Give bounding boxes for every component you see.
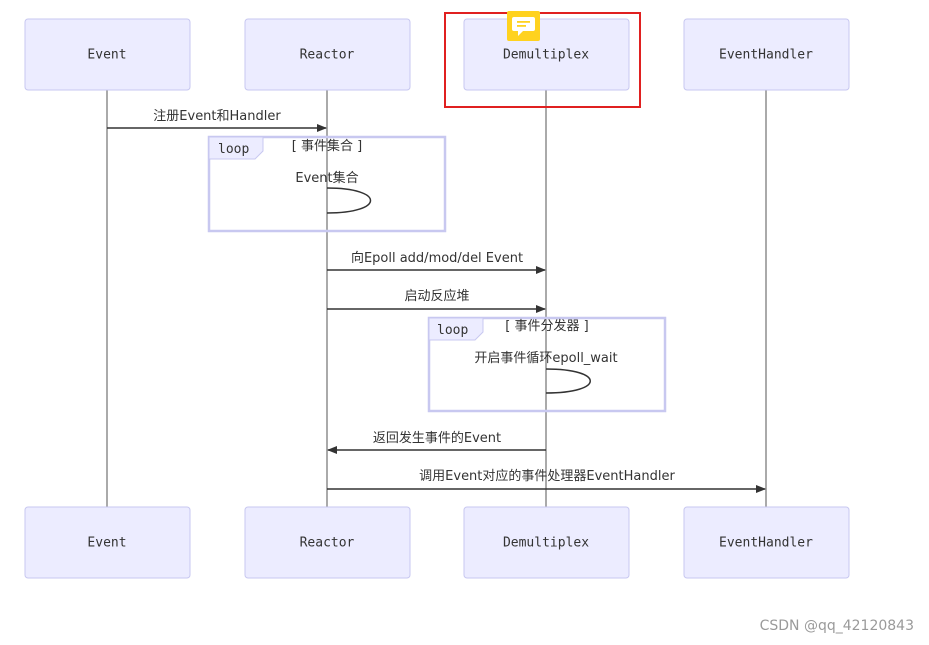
watermark: CSDN @qq_42120843 bbox=[759, 618, 914, 634]
message-start-reactor: 启动反应堆 bbox=[327, 288, 546, 313]
actor-demultiplex-bottom: Demultiplex bbox=[463, 506, 630, 579]
message-call-handler: 调用Event对应的事件处理器EventHandler bbox=[327, 468, 766, 493]
message-label: Event集合 bbox=[295, 170, 358, 186]
message-epoll-wait: 开启事件循环epoll_wait bbox=[474, 351, 618, 394]
message-event-set: Event集合 bbox=[295, 170, 372, 214]
message-register: 注册Event和Handler bbox=[107, 109, 327, 132]
actor-reactor-bottom: Reactor bbox=[244, 506, 411, 579]
message-return-event: 返回发生事件的Event bbox=[327, 430, 546, 454]
actor-label: Demultiplex bbox=[503, 48, 589, 63]
actor-event-top: Event bbox=[24, 18, 191, 91]
message-label: 注册Event和Handler bbox=[153, 109, 281, 124]
highlight-frame bbox=[444, 12, 641, 108]
loop-tag: loop bbox=[437, 323, 468, 338]
actor-label: EventHandler bbox=[719, 48, 813, 63]
message-label: 调用Event对应的事件处理器EventHandler bbox=[419, 468, 675, 484]
actor-label: EventHandler bbox=[719, 536, 813, 551]
message-label: 启动反应堆 bbox=[404, 288, 469, 304]
actor-label: Event bbox=[87, 48, 126, 63]
loop-frame-dispatcher: loop [ 事件分发器 ] bbox=[427, 316, 667, 413]
actor-eventhandler-bottom: EventHandler bbox=[683, 506, 850, 579]
message-epoll-add: 向Epoll add/mod/del Event bbox=[327, 250, 546, 274]
actor-label: Demultiplex bbox=[503, 536, 589, 551]
actor-reactor-top: Reactor bbox=[244, 18, 411, 91]
loop-frame-event-set: loop [ 事件集合 ] bbox=[207, 135, 447, 233]
actor-event-bottom: Event bbox=[24, 506, 191, 579]
actor-eventhandler-top: EventHandler bbox=[683, 18, 850, 91]
actor-label: Event bbox=[87, 536, 126, 551]
comment-icon[interactable] bbox=[507, 11, 540, 41]
actor-demultiplex-top: Demultiplex bbox=[463, 18, 630, 91]
message-label: 返回发生事件的Event bbox=[373, 430, 501, 446]
loop-tag: loop bbox=[218, 142, 249, 157]
message-label: 开启事件循环epoll_wait bbox=[474, 351, 617, 366]
actor-label: Reactor bbox=[300, 536, 355, 551]
actor-label: Reactor bbox=[300, 48, 355, 63]
loop-title: [ 事件集合 ] bbox=[292, 138, 362, 154]
loop-title: [ 事件分发器 ] bbox=[505, 318, 588, 334]
message-label: 向Epoll add/mod/del Event bbox=[351, 250, 523, 266]
